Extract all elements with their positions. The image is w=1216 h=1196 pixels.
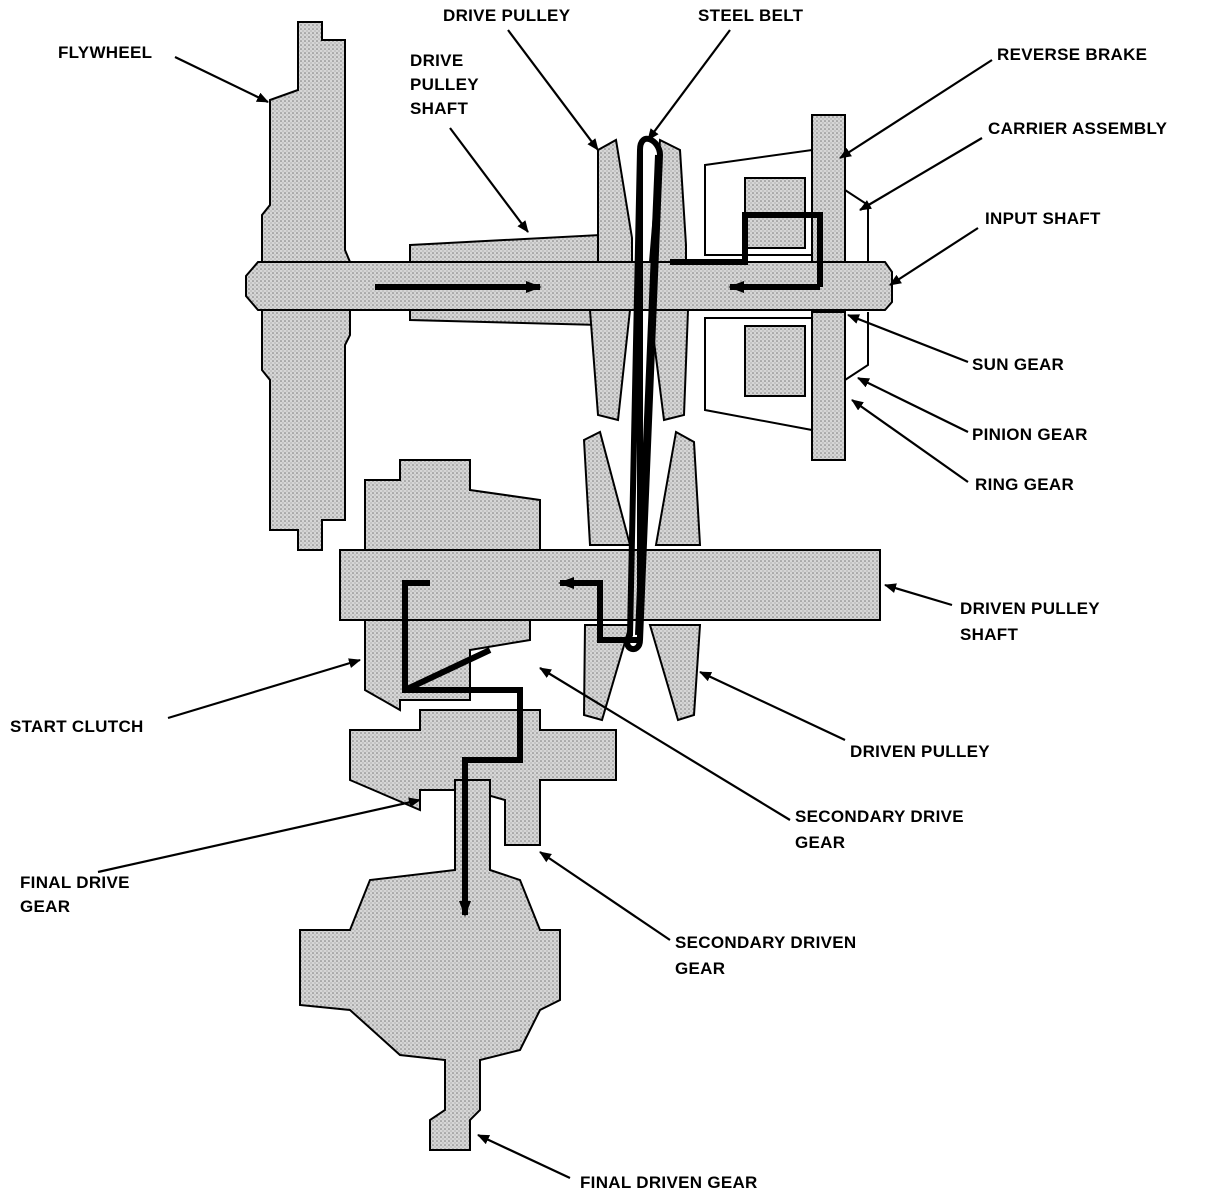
label-drive-pulley-shaft-3: SHAFT — [410, 99, 468, 118]
label-pinion-gear: PINION GEAR — [972, 425, 1088, 444]
label-secondary-driven-gear-2: GEAR — [675, 959, 725, 978]
label-sun-gear: SUN GEAR — [972, 355, 1064, 374]
driven-pulley — [582, 430, 702, 722]
label-start-clutch: START CLUTCH — [10, 717, 144, 736]
driven-pulley-shaft — [339, 549, 881, 621]
label-driven-pulley-shaft-2: SHAFT — [960, 625, 1018, 644]
label-final-drive-gear-2: GEAR — [20, 897, 70, 916]
label-reverse-brake: REVERSE BRAKE — [997, 45, 1147, 64]
differential — [299, 779, 561, 1151]
power-flow-path — [375, 212, 823, 917]
leader-arrows — [97, 29, 993, 1179]
label-final-driven-gear: FINAL DRIVEN GEAR — [580, 1173, 758, 1192]
label-driven-pulley-shaft-1: DRIVEN PULLEY — [960, 599, 1100, 618]
label-secondary-drive-gear-2: GEAR — [795, 833, 845, 852]
label-final-drive-gear-1: FINAL DRIVE — [20, 873, 130, 892]
label-driven-pulley: DRIVEN PULLEY — [850, 742, 990, 761]
label-secondary-drive-gear-1: SECONDARY DRIVE — [795, 807, 964, 826]
label-carrier-assembly: CARRIER ASSEMBLY — [988, 119, 1168, 138]
label-drive-pulley: DRIVE PULLEY — [443, 6, 571, 25]
label-ring-gear: RING GEAR — [975, 475, 1074, 494]
label-steel-belt: STEEL BELT — [698, 6, 804, 25]
label-drive-pulley-shaft-2: PULLEY — [410, 75, 479, 94]
label-flywheel: FLYWHEEL — [58, 43, 152, 62]
input-shaft — [245, 261, 893, 311]
label-drive-pulley-shaft-1: DRIVE — [410, 51, 463, 70]
label-input-shaft: INPUT SHAFT — [985, 209, 1101, 228]
drive-pulley-shaft — [409, 233, 601, 327]
label-secondary-driven-gear-1: SECONDARY DRIVEN — [675, 933, 856, 952]
labels: FLYWHEEL DRIVE PULLEY STEEL BELT DRIVE P… — [10, 6, 1168, 1192]
secondary-gears — [349, 709, 617, 846]
